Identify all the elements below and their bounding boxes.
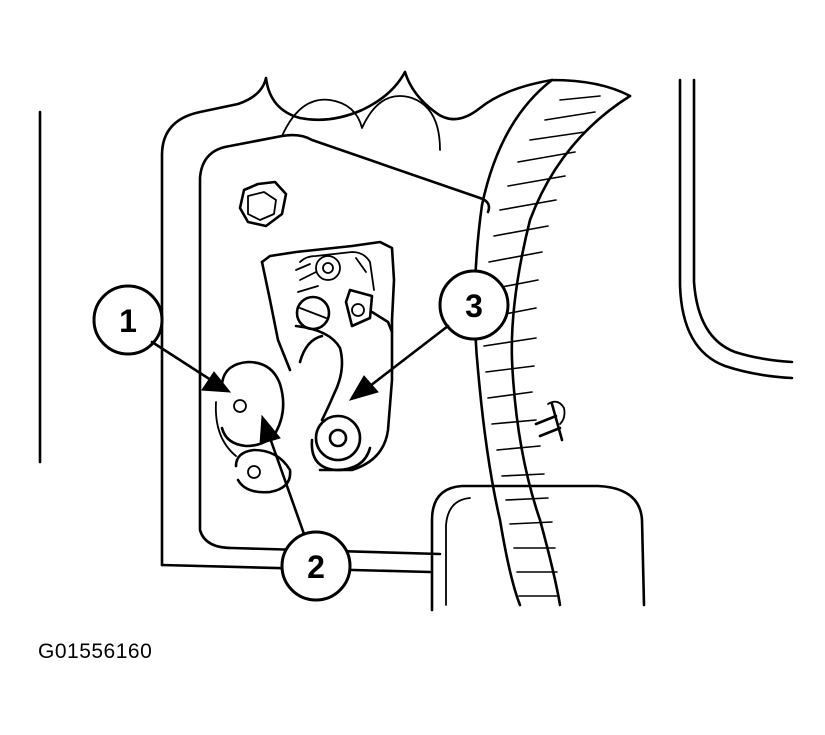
figure-id-caption: G01556160: [38, 640, 153, 663]
lock-cylinder: [214, 360, 292, 494]
body-pillar-inner: [692, 78, 794, 364]
door-panel-outline: [160, 70, 554, 567]
callout-3-label: 3: [465, 288, 483, 324]
upper-trim-scallops: [281, 95, 441, 151]
callout-1-arrowhead: [201, 371, 232, 393]
weatherstrip-inner: [510, 94, 632, 607]
body-pillar: [678, 78, 794, 380]
striker-stud: [534, 400, 566, 442]
inner-recess: [198, 133, 491, 556]
callout-2-arrowhead: [259, 414, 281, 445]
callout-3: 3: [348, 269, 510, 401]
callout-2: 2: [259, 414, 352, 602]
callout-2-label: 2: [307, 549, 325, 585]
hex-bolt: [238, 180, 288, 228]
callout-1-label: 1: [119, 303, 137, 339]
door-latch-assembly: [260, 240, 396, 472]
lower-panel-inner: [445, 497, 471, 606]
weatherstrip-outer: [473, 78, 632, 607]
callout-1: 1: [92, 284, 232, 393]
weatherstrip-hatching: [483, 95, 601, 597]
callout-3-arrowhead: [348, 375, 379, 401]
lower-panel: [430, 484, 646, 612]
